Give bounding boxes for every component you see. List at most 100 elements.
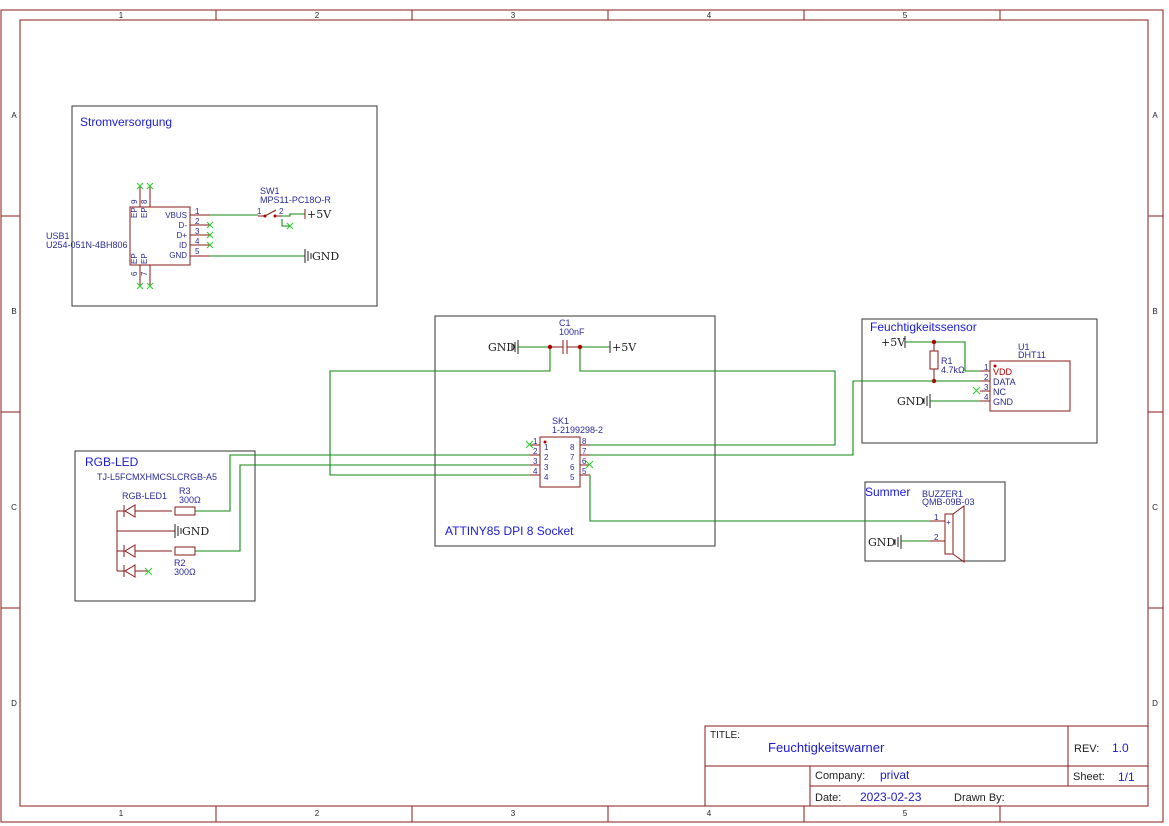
- capacitor-value: 100nF: [559, 327, 585, 337]
- power-block-frame: [71, 105, 378, 307]
- buzzer-ref: BUZZER1: [922, 489, 963, 499]
- capacitor-ref: C1: [559, 318, 571, 328]
- socket-symbol: [530, 436, 590, 488]
- socket-pin-outer-left: 2: [533, 447, 538, 456]
- usb-ep-label: 8: [140, 199, 149, 204]
- socket-pin-right: 6: [570, 463, 575, 472]
- usb-value: U254-051N-4BH806: [46, 240, 128, 250]
- switch-pin-number: 1: [257, 207, 262, 216]
- buzzer-polarity: +: [946, 518, 951, 527]
- usb-ep-label: EP: [140, 253, 149, 264]
- resistor-r3-symbol: [174, 506, 196, 516]
- rev-value: 1.0: [1112, 741, 1129, 755]
- usb-pin-number: 2: [195, 217, 200, 226]
- column-label-bottom: 2: [315, 809, 320, 818]
- socket-pin-right: 7: [570, 453, 575, 462]
- usb-ep-label: EP: [130, 253, 139, 264]
- column-label-bottom: 5: [903, 809, 908, 818]
- column-label-top: 4: [707, 11, 712, 20]
- switch-symbol: [258, 209, 282, 218]
- sheet-value: 1/1: [1118, 770, 1135, 784]
- resistor-r1-ref: R1: [941, 356, 953, 366]
- company-label: Company:: [815, 770, 865, 782]
- column-label-top: 3: [511, 11, 516, 20]
- buzzer-pin-number: 1: [934, 513, 939, 522]
- dht11-pin-number: 4: [984, 393, 989, 402]
- resistor-r2-value: 300Ω: [174, 567, 196, 577]
- column-label-bottom: 3: [511, 809, 516, 818]
- dht11-pin-name: GND: [993, 397, 1014, 407]
- buzzer-ground-symbol: [894, 535, 902, 549]
- socket-pin-outer-right: 7: [582, 447, 587, 456]
- resistor-r2-ref: R2: [174, 558, 186, 568]
- row-label-left: A: [11, 111, 17, 120]
- junction-dot: [577, 344, 583, 350]
- date-value: 2023-02-23: [860, 790, 922, 804]
- dht11-value: DHT11: [1018, 350, 1046, 360]
- usb-pin-name: ID: [179, 241, 187, 250]
- socket-pin-outer-right: 8: [582, 437, 587, 446]
- row-label-right: A: [1152, 111, 1158, 120]
- column-label-bottom: 1: [119, 809, 124, 818]
- switch-ref: SW1: [260, 186, 280, 196]
- socket-pin-outer-left: 3: [533, 457, 538, 466]
- buzzer-symbol: [930, 505, 965, 563]
- row-label-right: D: [1152, 699, 1158, 708]
- junction-dot: [547, 344, 553, 350]
- usb-pin-name: D-: [179, 221, 188, 230]
- dht11-pin-name: VDD: [993, 367, 1013, 377]
- row-label-left: D: [11, 699, 17, 708]
- led-part-value: TJ-L5FCMXHMCSLCRGB-A5: [97, 472, 217, 482]
- switch-value: MPS11-PC18O-R: [260, 195, 331, 205]
- socket-pin-left: 2: [544, 453, 549, 462]
- buzzer-block-title: Summer: [865, 485, 910, 499]
- sheet-label: Sheet:: [1073, 771, 1105, 783]
- usb-ep-label: 9: [130, 199, 139, 204]
- buzzer-gnd-net: GND: [868, 536, 895, 549]
- column-label-top: 5: [903, 11, 908, 20]
- socket-pin-right: 8: [570, 443, 575, 452]
- capacitor-symbol: [550, 340, 580, 354]
- resistor-r3-ref: R3: [179, 486, 191, 496]
- dht11-pin-number: 1: [984, 363, 989, 372]
- usb-pin-name: GND: [169, 251, 187, 260]
- buzzer-pin-number: 2: [934, 533, 939, 542]
- power-wires: [210, 213, 305, 257]
- usb-pin-number: 4: [195, 237, 200, 246]
- socket-pin-outer-right: 5: [582, 467, 587, 476]
- no-connect-markers: [136, 182, 294, 290]
- rev-label: REV:: [1074, 743, 1099, 755]
- led-gnd-net: GND: [182, 525, 209, 538]
- title-value: Feuchtigkeitswarner: [768, 740, 885, 755]
- usb-pin-name: D+: [177, 231, 188, 240]
- sensor-gnd-net: GND: [897, 395, 924, 408]
- mcu-gnd-net: GND: [488, 341, 515, 354]
- sensor-block-title: Feuchtigkeitssensor: [870, 320, 977, 334]
- row-label-right: C: [1152, 503, 1158, 512]
- resistor-r3-value: 300Ω: [179, 495, 201, 505]
- column-label-top: 1: [119, 11, 124, 20]
- usb-ep-label: 6: [130, 271, 139, 276]
- dht11-ref: U1: [1018, 342, 1030, 352]
- led-block-title: RGB-LED: [85, 455, 139, 469]
- socket-pin-left: 1: [544, 443, 549, 452]
- usb-ref: USB1: [46, 231, 70, 241]
- led-block-frame: [74, 450, 256, 602]
- title-block: [704, 725, 1149, 807]
- row-label-left: C: [11, 503, 17, 512]
- led-ground-symbol: [174, 524, 182, 538]
- signal-wires: [195, 346, 934, 552]
- socket-pin-left: 3: [544, 463, 549, 472]
- power-gnd-net: GND: [312, 250, 339, 263]
- led-ref: RGB-LED1: [122, 491, 167, 501]
- mcu-block-frame: [434, 315, 716, 547]
- title-label: TITLE:: [710, 730, 740, 741]
- drawn-by-label: Drawn By:: [954, 792, 1005, 804]
- company-value: privat: [880, 768, 910, 782]
- socket-pin-right: 5: [570, 473, 575, 482]
- no-connect-markers: [144, 386, 981, 576]
- row-label-right: B: [1152, 307, 1157, 316]
- socket-ref: SK1: [552, 416, 569, 426]
- row-label-left: B: [11, 307, 16, 316]
